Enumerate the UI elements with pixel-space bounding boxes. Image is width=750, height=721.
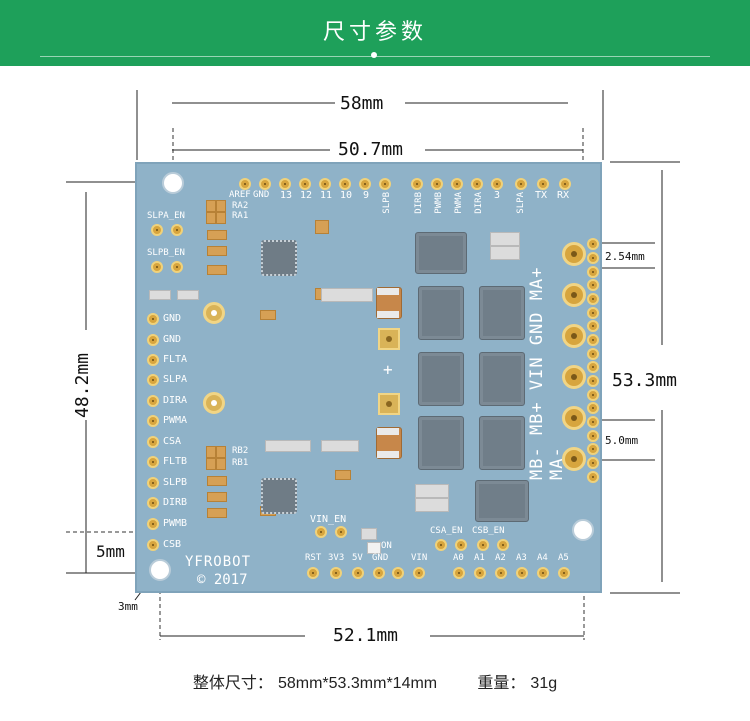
pin-label-gnd-1: GND (163, 313, 182, 324)
pin-label-csa: CSA (163, 436, 182, 447)
pin-label-pwma: PWMA (454, 192, 464, 214)
pin-label-gnd-2: GND (163, 334, 182, 345)
pin-label-13: 13 (280, 190, 293, 201)
weight-label: 重量： (477, 673, 526, 692)
pin-label-3v3: 3V3 (328, 553, 345, 563)
pin-label-dirb: DIRB (414, 192, 424, 214)
pin-label-dira-left: DIRA (163, 395, 188, 406)
motor-driver-board: AREF GND 13 12 11 10 9 SLPB DIRB PWMB PW… (135, 162, 602, 593)
pin-label-rx: RX (557, 190, 570, 201)
resistor-rb2: RB2 (232, 446, 249, 456)
pin-label-slpa-left: SLPA (163, 374, 188, 385)
pin-label-vin: VIN (411, 553, 428, 563)
resistor-ra1: RA1 (232, 211, 249, 221)
resistor-ra2: RA2 (232, 201, 249, 211)
pin-label-slpa: SLPA (516, 192, 526, 214)
pin-label-gnd: GND (253, 190, 270, 200)
pin-label-fltb: FLTB (163, 456, 188, 467)
mounting-hole (572, 519, 594, 541)
size-value: 58mm*53.3mm*14mm (277, 675, 438, 692)
dim-pitch: 2.54mm (605, 250, 645, 263)
jumper-label-slpb-en: SLPB_EN (147, 248, 185, 258)
mounting-hole (149, 559, 171, 581)
pin-label-slpb-left: SLPB (163, 477, 188, 488)
pin-label-gnd-power: GND (372, 553, 389, 563)
pin-label-a3: A3 (516, 553, 527, 563)
banner-dot (371, 52, 377, 58)
pin-label-pwma-left: PWMA (163, 415, 188, 426)
pin-label-a2: A2 (495, 553, 506, 563)
dim-spacing: 5.0mm (605, 434, 639, 447)
pin-label-flta: FLTA (163, 354, 188, 365)
dim-width-outer: 58mm (340, 93, 384, 114)
mounting-hole (162, 172, 184, 194)
pin-label-csb: CSB (163, 539, 182, 550)
pin-label-12: 12 (300, 190, 313, 201)
terminal-label: MB- MB+ VIN GND MA+ MA- (527, 266, 567, 480)
pin-label-9: 9 (363, 190, 370, 201)
banner-title: 尺寸参数 (322, 20, 427, 45)
pin-label-a5: A5 (558, 553, 569, 563)
polarity-plus: + (383, 360, 393, 379)
pin-label-10: 10 (340, 190, 353, 201)
pin-label-slpb: SLPB (382, 192, 392, 214)
dim-hole-3mm: 3mm (118, 600, 138, 613)
pin-label-dirb-left: DIRB (163, 497, 188, 508)
csa-en-label: CSA_EN (430, 526, 463, 536)
size-label: 整体尺寸： (192, 673, 273, 692)
dim-height-right: 53.3mm (612, 370, 678, 391)
pin-label-a4: A4 (537, 553, 548, 563)
on-label: ON (381, 541, 392, 551)
pin-label-5v: 5V (352, 553, 363, 563)
resistor-rb1: RB1 (232, 458, 249, 468)
pin-label-pwmb-left: PWMB (163, 518, 188, 529)
pin-label-11: 11 (320, 190, 333, 201)
pin-label-dira: DIRA (474, 192, 484, 214)
weight-value: 31g (530, 675, 558, 692)
microcontroller-chip (261, 478, 297, 514)
pin-label-a1: A1 (474, 553, 485, 563)
brand-year: © 2017 (197, 572, 248, 588)
csb-en-label: CSB_EN (472, 526, 505, 536)
pin-label-aref: AREF (229, 190, 251, 200)
microcontroller-chip (261, 240, 297, 276)
brand-name: YFROBOT (185, 554, 252, 570)
pin-label-a0: A0 (453, 553, 464, 563)
pin-label-tx: TX (535, 190, 548, 201)
dim-offset-5mm: 5mm (96, 542, 125, 561)
mounting-pad (203, 302, 225, 324)
pin-label-pwmb: PWMB (434, 192, 444, 214)
title-banner: 尺寸参数 (0, 0, 750, 66)
dim-width-bottom: 52.1mm (333, 625, 399, 646)
pin-label-3: 3 (494, 190, 501, 201)
mounting-pad (203, 392, 225, 414)
spec-footer: 整体尺寸： 58mm*53.3mm*14mm 重量： 31g (0, 669, 750, 693)
dim-width-holes: 50.7mm (338, 139, 404, 160)
dim-height-left: 48.2mm (72, 352, 93, 418)
vin-en-label: VIN_EN (310, 514, 347, 525)
jumper-label-slpa-en: SLPA_EN (147, 211, 185, 221)
pin-label-rst: RST (305, 553, 322, 563)
